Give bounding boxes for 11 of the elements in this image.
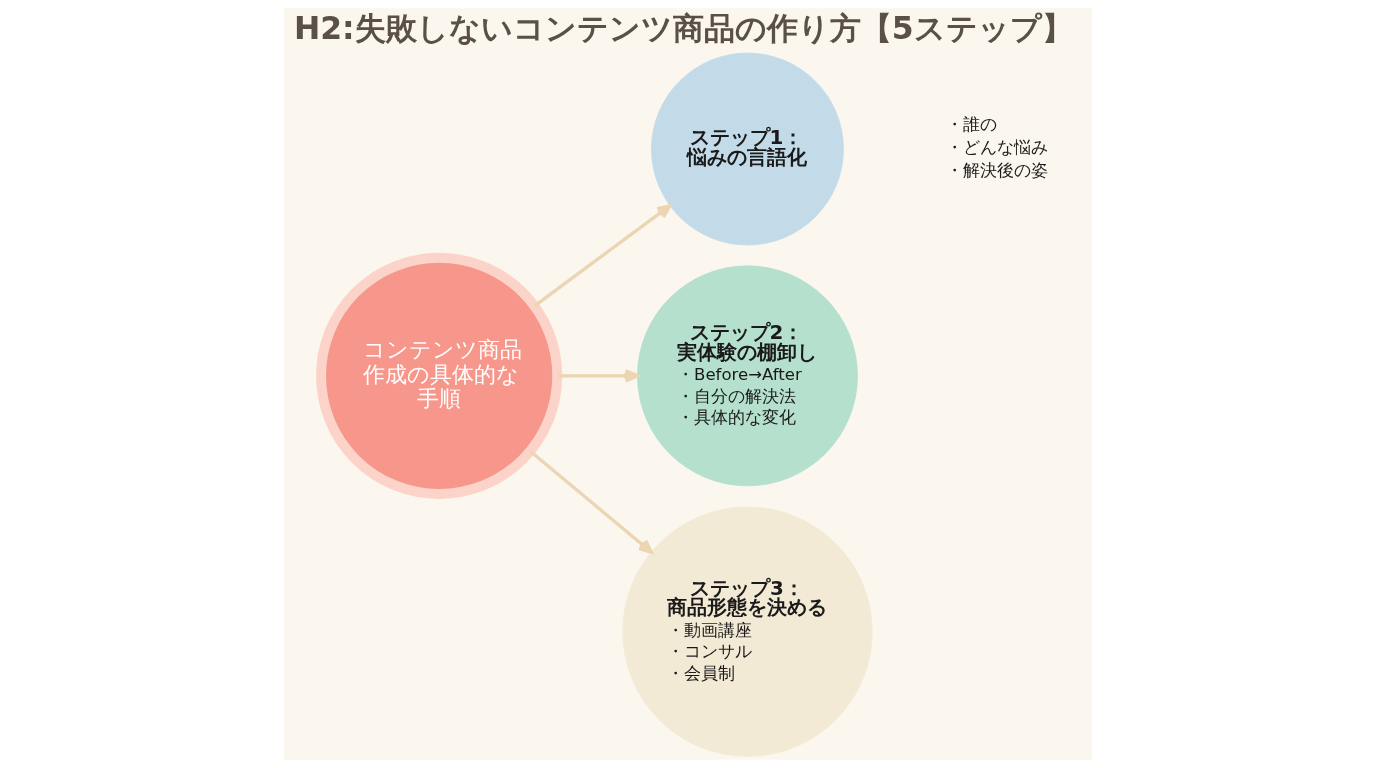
node-circle: ステップ2：実体験の棚卸し ・Before→After ・自分の解決法 ・具体的な変化 — [637, 265, 858, 487]
arrow — [557, 369, 640, 383]
node-label: ・どんな悩み — [945, 138, 1048, 158]
node-label: ・誰の — [945, 114, 997, 134]
node-circle: ステップ1：悩みの言語化 — [651, 52, 844, 246]
node-circle: ステップ3：商品形態を決める ・動画講座 ・コンサル ・会員制 — [622, 506, 873, 757]
arrow — [529, 449, 653, 554]
diagram-title: H2:失敗しないコンテンツ商品の作り方【5ステップ】 — [293, 10, 1073, 47]
arrow — [533, 204, 672, 308]
node-circle: コンテンツ商品作成の具体的な手順 — [316, 252, 563, 499]
node-label: ・解決後の姿 — [945, 161, 1048, 181]
